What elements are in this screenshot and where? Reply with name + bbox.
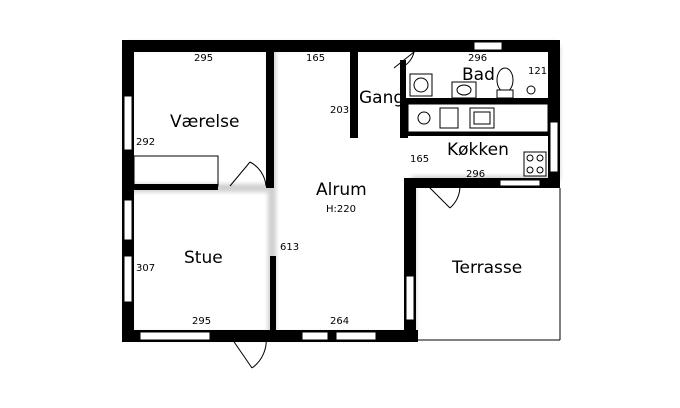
dimension-stue-width: 295 xyxy=(192,316,211,327)
dimension-alrum-width-top: 165 xyxy=(306,53,325,64)
dimension-stue-depth: 307 xyxy=(136,263,155,274)
dimension-koekken-width: 165 xyxy=(410,154,429,165)
hob-icon xyxy=(417,111,431,125)
dimension-vaerelse-depth: 292 xyxy=(136,137,155,148)
dimension-gang-partition: 203 xyxy=(330,105,349,116)
doors xyxy=(229,51,461,369)
dimension-bad-depth: 121 xyxy=(528,66,547,77)
windows xyxy=(123,41,559,341)
ceiling-height-label: H:220 xyxy=(326,204,356,215)
room-label-vaerelse: Værelse xyxy=(170,112,239,132)
dimension-vaerelse-width: 295 xyxy=(194,53,213,64)
sink-icon xyxy=(451,81,477,99)
kitchen-sink-icon xyxy=(469,107,495,129)
closet xyxy=(133,155,219,187)
room-label-gang: Gang xyxy=(359,88,404,108)
counter xyxy=(407,103,549,133)
bathroom-fixtures xyxy=(409,67,536,99)
kitchen-fixtures xyxy=(407,103,549,177)
dimension-bad-width: 296 xyxy=(468,53,487,64)
toilet-icon xyxy=(496,67,514,93)
terrace-outline xyxy=(416,188,561,341)
stove-icon xyxy=(523,151,547,177)
dimension-alrum-width-bottom: 264 xyxy=(330,316,349,327)
shower-drain-icon xyxy=(526,85,536,95)
room-label-alrum: Alrum xyxy=(316,180,367,200)
room-label-terrasse: Terrasse xyxy=(451,258,522,278)
room-label-koekken: Køkken xyxy=(447,140,509,160)
dimension-koekken-depth: 296 xyxy=(466,169,485,180)
washer-icon xyxy=(409,73,433,97)
room-label-bad: Bad xyxy=(462,65,495,85)
room-label-stue: Stue xyxy=(184,248,223,268)
dimension-alrum-depth: 613 xyxy=(280,242,299,253)
dishwasher-icon xyxy=(439,107,459,129)
